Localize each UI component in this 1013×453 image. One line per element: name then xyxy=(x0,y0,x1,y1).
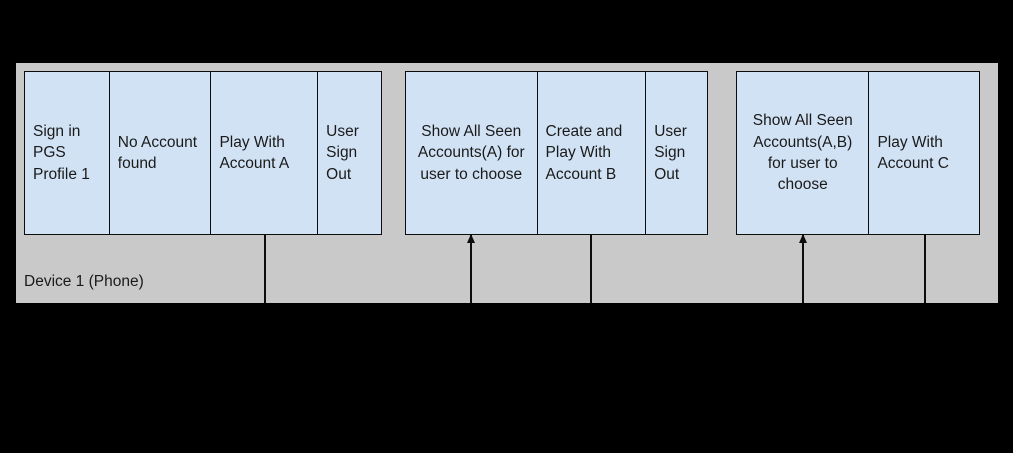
flow-box-label: Show All Seen Accounts(A,B) for user to … xyxy=(752,112,853,194)
flow-group-3: Show All Seen Accounts(A,B) for user to … xyxy=(736,71,980,235)
flow-box-show-all-seen-accounts-a-b[interactable]: Show All Seen Accounts(A,B) for user to … xyxy=(737,72,870,234)
flow-box-label: User Sign Out xyxy=(654,122,687,183)
connector-3 xyxy=(590,235,592,303)
flow-group-2: Show All Seen Accounts(A) for user to ch… xyxy=(405,71,708,235)
connector-5 xyxy=(924,235,926,303)
flow-box-play-with-account-c[interactable]: Play With Account C xyxy=(869,72,979,234)
flow-box-label: Show All Seen Accounts(A) for user to ch… xyxy=(417,122,525,183)
flow-box-no-account-found[interactable]: No Account found xyxy=(110,72,212,234)
flow-group-1: Sign in PGS Profile 1 No Account found P… xyxy=(24,71,382,235)
flow-box-label: User Sign Out xyxy=(326,122,359,183)
flow-box-show-all-seen-accounts-a[interactable]: Show All Seen Accounts(A) for user to ch… xyxy=(406,72,538,234)
flow-box-label: No Account found xyxy=(117,133,198,172)
flow-box-play-with-account-a[interactable]: Play With Account A xyxy=(211,72,319,234)
connector-2-arrow-up-icon xyxy=(466,234,475,243)
flow-box-user-sign-out-2[interactable]: User Sign Out xyxy=(646,72,707,234)
flow-box-create-and-play-with-account-b[interactable]: Create and Play With Account B xyxy=(538,72,647,234)
connector-4 xyxy=(802,235,804,303)
flow-box-label: Create and Play With Account B xyxy=(545,122,623,183)
flow-box-label: Play With Account A xyxy=(219,133,290,172)
swimlane-label: Device 1 (Phone) xyxy=(24,273,144,290)
flow-box-label: Play With Account C xyxy=(877,133,949,172)
flow-box-user-sign-out-1[interactable]: User Sign Out xyxy=(318,72,381,234)
connector-2 xyxy=(470,235,472,303)
connector-1 xyxy=(264,235,266,303)
flow-box-sign-in-pgs-profile-1[interactable]: Sign in PGS Profile 1 xyxy=(25,72,110,234)
flow-box-label: Sign in PGS Profile 1 xyxy=(33,122,90,183)
connector-4-arrow-up-icon xyxy=(798,234,807,243)
